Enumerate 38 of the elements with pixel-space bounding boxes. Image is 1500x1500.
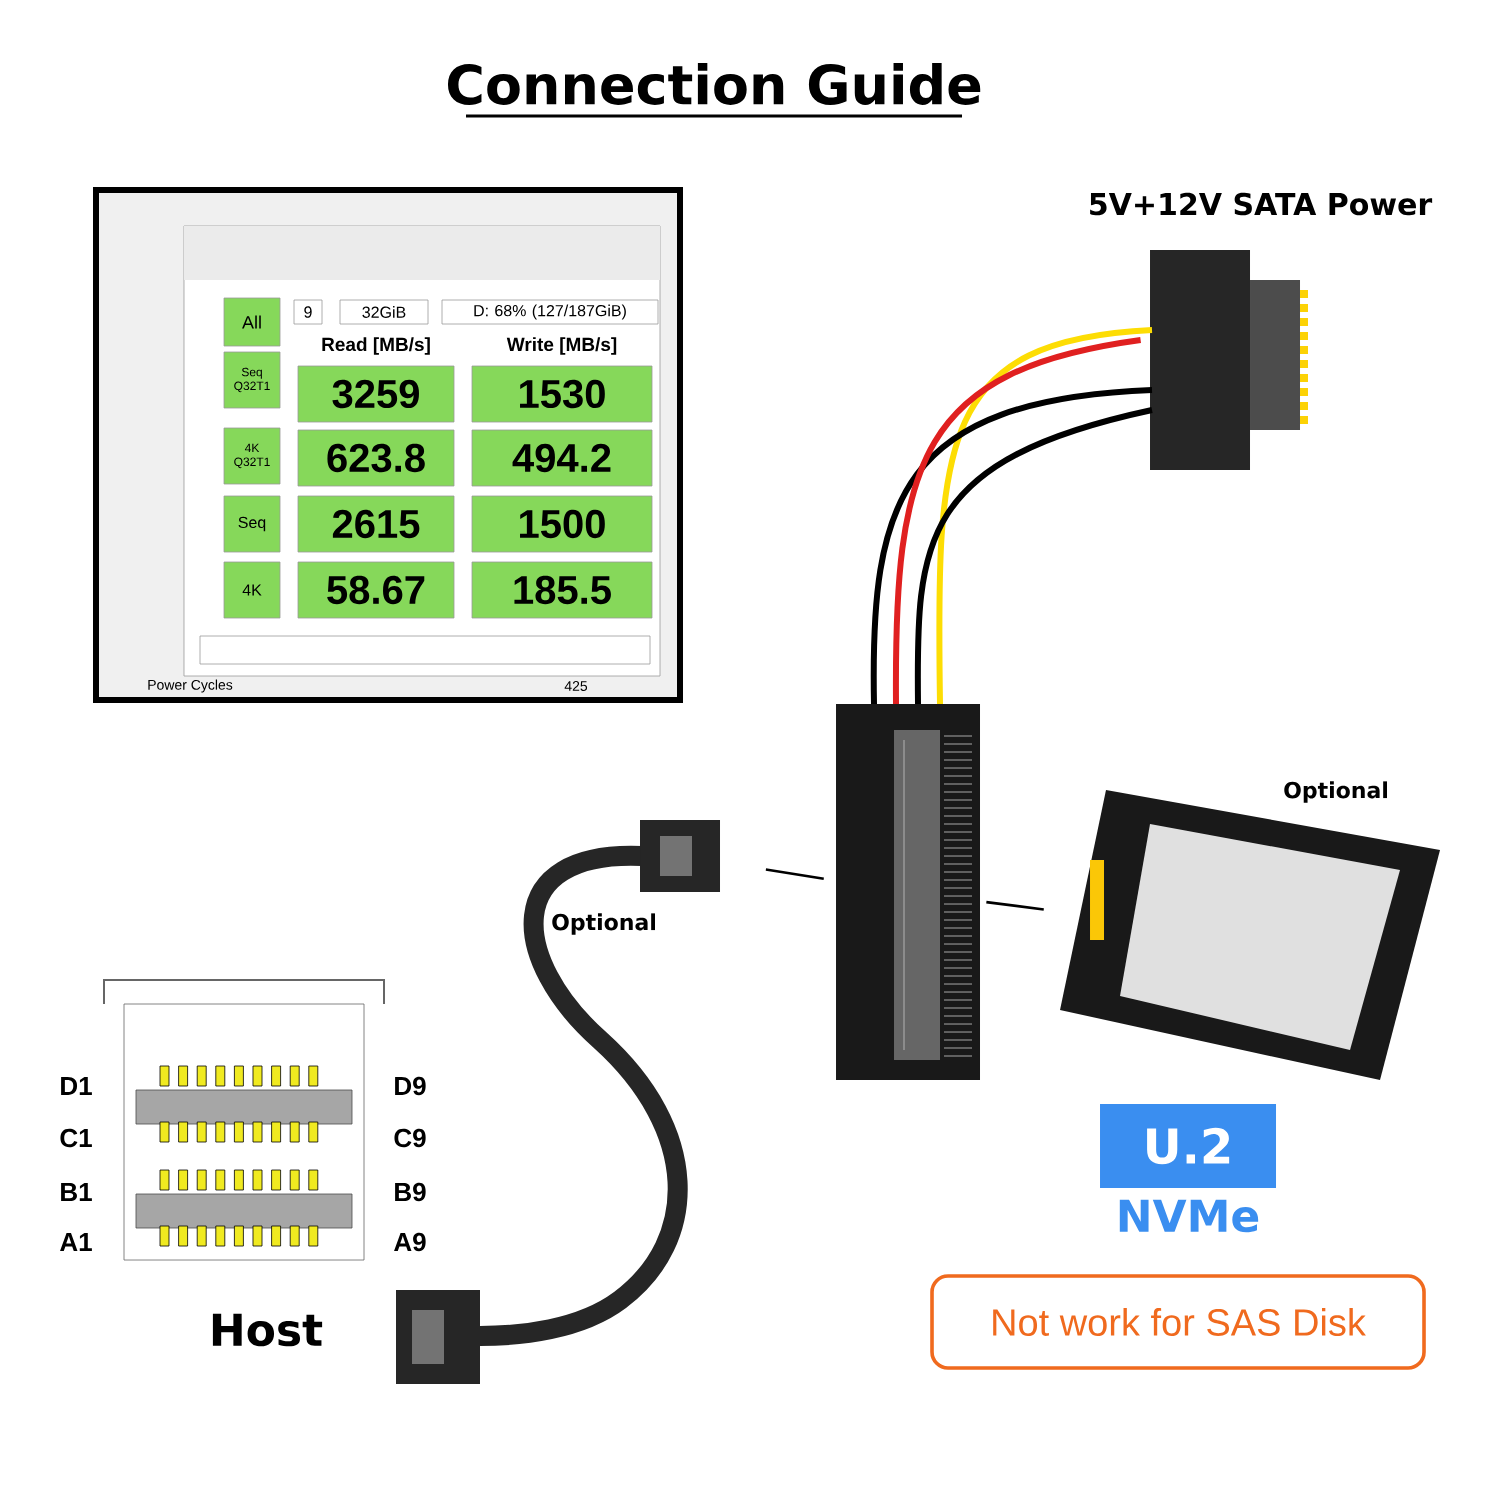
pin-label: B9 bbox=[395, 1182, 426, 1202]
pin-label: C1 bbox=[60, 1128, 92, 1148]
test-button: 4K bbox=[223, 561, 281, 619]
title: Connection Guide bbox=[447, 63, 981, 105]
pin-label: B1 bbox=[61, 1183, 92, 1201]
result-cell: 623.8 bbox=[297, 429, 455, 487]
result-cell: 185.5 bbox=[471, 561, 653, 619]
result-cell: 3259 bbox=[297, 365, 455, 423]
pin-label: D9 bbox=[395, 1076, 426, 1096]
cable-label: Optional bbox=[552, 913, 655, 935]
dropdown: 32GiB bbox=[339, 299, 429, 325]
pin-label: C9 bbox=[394, 1128, 426, 1148]
result-cell: 1500 bbox=[471, 495, 653, 553]
power-connector-label: 5V+12V SATA Power bbox=[1090, 192, 1433, 216]
connector-line bbox=[765, 868, 824, 880]
result-cell: 58.67 bbox=[297, 561, 455, 619]
test-button: All bbox=[223, 297, 281, 347]
adapter-board-drawing bbox=[836, 704, 980, 1080]
warning-box: Not work for SAS Disk bbox=[930, 1274, 1426, 1370]
pin-label: A9 bbox=[394, 1232, 426, 1252]
connector-line bbox=[986, 900, 1044, 911]
test-button: Seq bbox=[223, 495, 281, 553]
sata-power-connector-drawing bbox=[870, 250, 1308, 705]
connector-line bbox=[893, 337, 1142, 705]
host-label: Host bbox=[212, 1313, 323, 1347]
nvme-text: NVMe bbox=[1119, 1199, 1259, 1233]
result-cell: 2615 bbox=[297, 495, 455, 553]
u2-badge: U.2 bbox=[1100, 1104, 1276, 1188]
dropdown: 9 bbox=[293, 299, 323, 325]
pin-label: A1 bbox=[60, 1233, 92, 1251]
column-header: Read [MB/s] bbox=[322, 337, 430, 355]
pin-label: D1 bbox=[61, 1077, 92, 1095]
column-header: Write [MB/s] bbox=[506, 337, 617, 355]
result-cell: 494.2 bbox=[471, 429, 653, 487]
result-cell: 1530 bbox=[471, 365, 653, 423]
dropdown: D: 68% (127/187GiB) bbox=[441, 299, 659, 325]
cable-connector-drawing bbox=[640, 820, 720, 892]
ssd-label: Optional bbox=[1284, 781, 1387, 803]
